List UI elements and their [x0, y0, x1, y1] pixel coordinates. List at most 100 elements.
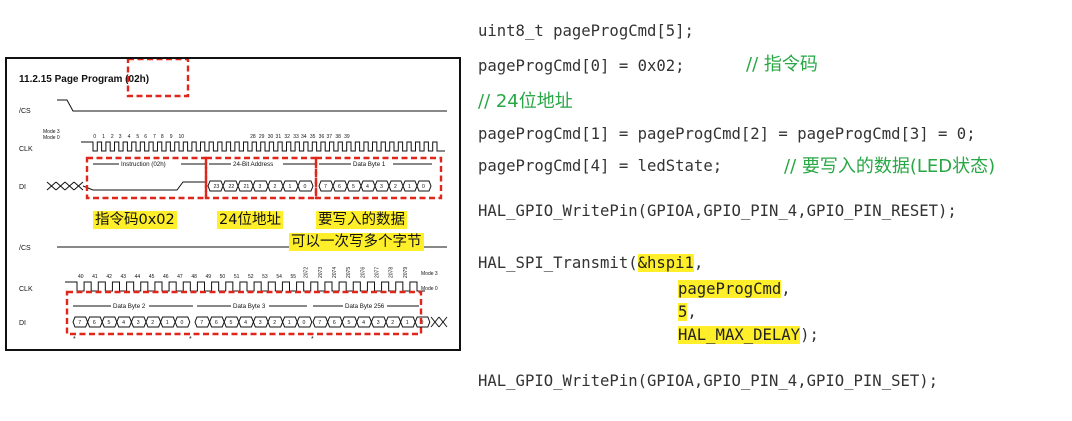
- clock-number-bottom-2076: 2076: [360, 267, 366, 278]
- di-byte256-bit-3: 4: [362, 320, 365, 326]
- cs-label-top: /CS: [19, 108, 31, 115]
- clock-number-bottom-44: 44: [135, 274, 141, 280]
- di-address-bit-1: 22: [229, 184, 235, 190]
- di-end-x-b-0: [430, 316, 440, 328]
- arg-buffer: pageProgCmd: [678, 280, 782, 298]
- di-byte256-cell-7: [414, 316, 431, 328]
- di-byte1-bit-0: 7: [324, 184, 327, 190]
- clock-number-top-39: 39: [344, 134, 350, 140]
- di-byte256-bit-2: 5: [348, 320, 351, 326]
- di-byte1-bit-5: 2: [394, 184, 397, 190]
- di-byte2-bit-5: 2: [151, 320, 154, 326]
- clock-number-bottom-47: 47: [177, 274, 183, 280]
- clock-number-top-4: 4: [128, 134, 131, 140]
- timing-diagram: 11.2.15 Page Program (02h) /CS Mode 3 Mo…: [5, 57, 461, 351]
- address-dashed-box: [204, 156, 318, 200]
- clock-number-top-35: 35: [310, 134, 316, 140]
- di-byte2-bit-2: 5: [108, 320, 111, 326]
- cs-waveform-top: [57, 99, 447, 112]
- di-byte2-bit-6: 1: [166, 320, 169, 326]
- di-byte256-bit-0: 7: [318, 320, 321, 326]
- arg1-separator: ,: [693, 254, 704, 272]
- mode3-label-top: Mode 3: [43, 129, 60, 135]
- clock-number-top-6: 6: [144, 134, 147, 140]
- di-byte256-bit-5: 2: [391, 320, 394, 326]
- di-byte2-bit-3: 4: [122, 320, 125, 326]
- clock-number-bottom-2073: 2073: [318, 267, 324, 278]
- timing-diagram-svg: 11.2.15 Page Program (02h) /CS Mode 3 Mo…: [19, 59, 448, 343]
- di-byte1-bit-1: 6: [338, 184, 341, 190]
- di-byte256-bit-1: 6: [333, 320, 336, 326]
- clock-number-bottom-40: 40: [78, 274, 84, 280]
- star-marker-2: *: [189, 336, 192, 343]
- mode0-label-top: Mode 0: [43, 135, 60, 141]
- byte256-field-label: Data Byte 256: [345, 303, 385, 310]
- clock-number-bottom-2079: 2079: [403, 267, 409, 278]
- di-address-bit-0: 23: [214, 184, 220, 190]
- multi-byte-annotation: 可以一次写多个字节: [289, 233, 424, 251]
- clock-number-top-38: 38: [335, 134, 341, 140]
- clock-number-top-31: 31: [276, 134, 282, 140]
- clock-number-bottom-55: 55: [291, 274, 297, 280]
- di-byte256-bit-6: 1: [406, 320, 409, 326]
- di-byte1-bit-4: 3: [380, 184, 383, 190]
- address-field-label: 24-Bit Address: [233, 161, 273, 168]
- di-address-bit-3: 3: [259, 184, 262, 190]
- instruction-field-label: Instruction (02h): [121, 161, 166, 168]
- cs-label-bottom: /CS: [19, 245, 31, 252]
- byte3-field-label: Data Byte 3: [233, 303, 266, 310]
- di-byte2-cell-7: [174, 316, 191, 328]
- arg-hspi-handle: &hspi1: [637, 254, 694, 272]
- di-byte1-bit-3: 4: [366, 184, 369, 190]
- data-dashed-box: [314, 156, 443, 200]
- star-marker-3: *: [311, 336, 314, 343]
- code-line-led-state: pageProgCmd[4] = ledState;: [478, 157, 723, 175]
- di-byte1-cell-7: [416, 180, 432, 192]
- clk-label-bottom: CLK: [19, 286, 33, 293]
- code-line-spi-transmit: HAL_SPI_Transmit(&hspi1,: [478, 253, 703, 273]
- code-line-arg-size: 5,: [678, 302, 697, 322]
- comment-address: // 24位地址: [478, 91, 573, 112]
- code-line-arg-buffer: pageProgCmd,: [678, 279, 791, 299]
- di-address-bit-4: 2: [274, 184, 277, 190]
- di-end-x-b-1: [438, 316, 448, 328]
- clock-number-top-29: 29: [259, 134, 265, 140]
- clock-number-bottom-41: 41: [92, 274, 98, 280]
- clock-number-bottom-49: 49: [206, 274, 212, 280]
- arg2-separator: ,: [781, 280, 791, 298]
- call-close: );: [800, 326, 819, 344]
- clock-number-bottom-50: 50: [220, 274, 226, 280]
- di-address-bit-5: 1: [289, 184, 292, 190]
- code-line-cs-high: HAL_GPIO_WritePin(GPIOA,GPIO_PIN_4,GPIO_…: [478, 372, 939, 390]
- clock-number-bottom-48: 48: [191, 274, 197, 280]
- di-byte3-bit-4: 3: [259, 320, 262, 326]
- di-x-b-2: [64, 181, 75, 191]
- transmit-call: HAL_SPI_Transmit(: [478, 254, 638, 272]
- clock-number-top-30: 30: [268, 134, 274, 140]
- clock-number-top-2: 2: [111, 134, 114, 140]
- di-byte3-bit-3: 4: [244, 320, 247, 326]
- arg-size: 5: [678, 303, 688, 321]
- di-label-bottom: DI: [19, 320, 26, 327]
- di-byte2-bit-4: 3: [137, 320, 140, 326]
- clock-number-bottom-2074: 2074: [332, 267, 338, 278]
- byte1-label-bg: [351, 159, 393, 169]
- clock-number-top-36: 36: [319, 134, 325, 140]
- clock-number-top-37: 37: [327, 134, 333, 140]
- di-byte3-bit-7: 0: [303, 320, 306, 326]
- di-x-b-3: [73, 181, 84, 191]
- clock-number-bottom-2075: 2075: [346, 267, 352, 278]
- di-byte3-bit-6: 1: [288, 320, 291, 326]
- clock-bottom-path: [65, 281, 425, 292]
- di-instruction-path: [82, 181, 208, 191]
- arg3-separator: ,: [687, 303, 697, 321]
- byte256-label-bg: [343, 301, 387, 311]
- clock-number-top-7: 7: [153, 134, 156, 140]
- di-byte2-bit-7: 0: [181, 320, 184, 326]
- di-x-b-1: [55, 181, 66, 191]
- clock-number-bottom-45: 45: [149, 274, 155, 280]
- clock-number-bottom-46: 46: [163, 274, 169, 280]
- clock-number-top-32: 32: [284, 134, 290, 140]
